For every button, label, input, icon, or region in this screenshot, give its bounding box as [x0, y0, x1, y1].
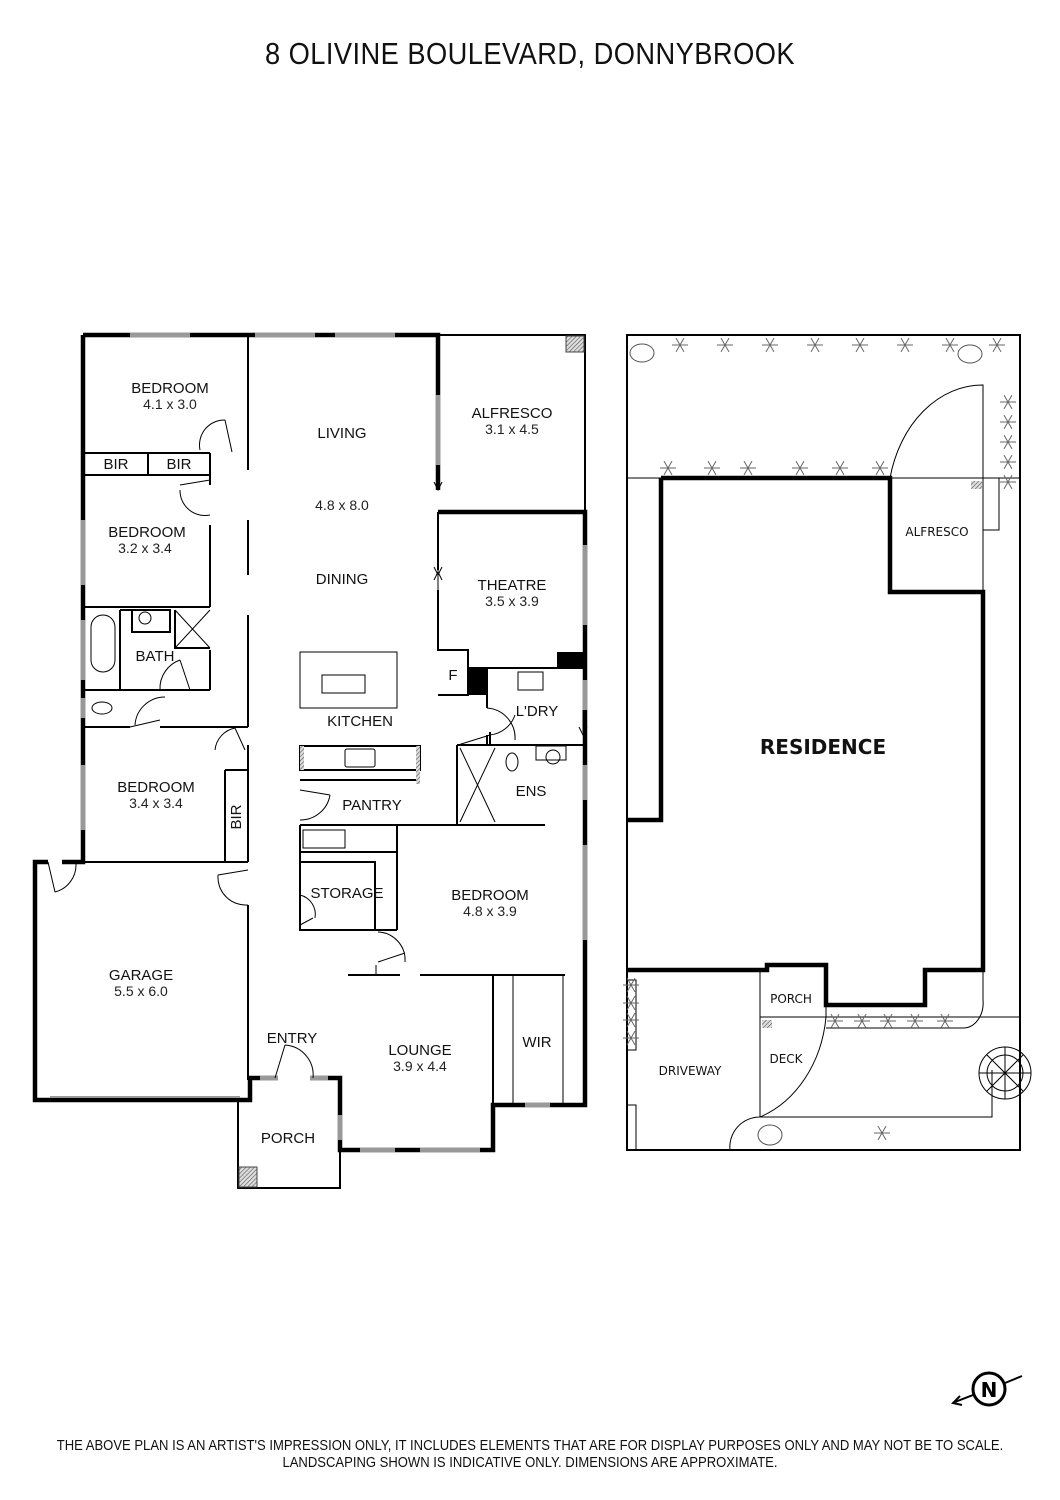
tree-icon	[978, 1046, 1032, 1100]
plant-icon	[623, 995, 639, 1011]
room-label-storage: STORAGE	[310, 885, 383, 902]
room-label-porch: PORCH	[261, 1130, 315, 1147]
plant-icon	[874, 1125, 890, 1141]
plant-icon	[672, 337, 688, 353]
room-label-bir-2: BIR	[166, 456, 191, 473]
plant-icon	[792, 460, 808, 476]
plant-icon	[937, 1013, 953, 1029]
room-label-lounge: LOUNGE	[388, 1042, 451, 1059]
room-label-wir: WIR	[522, 1034, 551, 1051]
disclaimer-line-1: THE ABOVE PLAN IS AN ARTIST'S IMPRESSION…	[56, 1438, 1004, 1454]
plant-icon	[852, 337, 868, 353]
room-label-kitchen: KITCHEN	[327, 713, 393, 730]
room-label-bir-3: BIR	[228, 804, 245, 829]
plant-icon	[660, 460, 676, 476]
room-size-alfresco: 3.1 x 4.5	[485, 421, 539, 437]
room-label-bath: BATH	[136, 648, 175, 665]
plant-icon	[704, 460, 720, 476]
plant-icon	[832, 460, 848, 476]
room-size-bedroom-1: 4.1 x 3.0	[143, 396, 197, 412]
room-label-ensuite: ENS	[516, 783, 547, 800]
room-label-bedroom-2: BEDROOM	[108, 524, 186, 541]
floor-plan: BEDROOM 4.1 x 3.0 BIR BIR BEDROOM 3.2 x …	[32, 332, 588, 1189]
site-label-alfresco: ALFRESCO	[905, 525, 968, 539]
plant-icon	[623, 1030, 639, 1046]
plant-icon	[623, 977, 639, 993]
room-label-master-bedroom: BEDROOM	[451, 887, 529, 904]
disclaimer-line-2: LANDSCAPING SHOWN IS INDICATIVE ONLY. DI…	[282, 1455, 778, 1471]
room-label-alfresco: ALFRESCO	[472, 405, 553, 422]
plant-icon	[1000, 454, 1016, 470]
room-size-theatre: 3.5 x 3.9	[485, 593, 539, 609]
plant-icon	[1000, 474, 1016, 490]
plant-icons	[623, 337, 1016, 1141]
room-size-lounge: 3.9 x 4.4	[393, 1058, 447, 1074]
plant-icon	[942, 337, 958, 353]
room-label-living: LIVING	[317, 425, 366, 442]
room-label-bedroom-1: BEDROOM	[131, 380, 209, 397]
site-label-porch: PORCH	[770, 992, 812, 1006]
room-label-garage: GARAGE	[109, 967, 173, 984]
plant-icon	[740, 460, 756, 476]
compass-north-label: N	[981, 1378, 998, 1402]
plant-icon	[872, 460, 888, 476]
room-label-pantry: PANTRY	[342, 797, 401, 814]
plant-icon	[762, 337, 778, 353]
page-title: 8 OLIVINE BOULEVARD, DONNYBROOK	[264, 36, 796, 71]
plant-icon	[717, 337, 733, 353]
plant-icon	[1000, 414, 1016, 430]
disclaimer: THE ABOVE PLAN IS AN ARTIST'S IMPRESSION…	[53, 1438, 1007, 1472]
room-label-dining: DINING	[316, 571, 369, 588]
room-size-garage: 5.5 x 6.0	[114, 983, 168, 999]
site-label-deck: DECK	[769, 1052, 803, 1066]
plant-icon	[854, 1013, 870, 1029]
room-label-fridge: F	[448, 667, 457, 684]
room-label-bedroom-3: BEDROOM	[117, 779, 195, 796]
site-label-residence: RESIDENCE	[760, 735, 886, 759]
north-compass: N	[951, 1371, 1023, 1407]
room-label-bir-1: BIR	[103, 456, 128, 473]
site-plan: RESIDENCE ALFRESCO PORCH DECK DRIVEWAY	[623, 334, 1032, 1151]
plant-icon	[807, 337, 823, 353]
room-size-living: 4.8 x 8.0	[315, 497, 369, 513]
room-size-bedroom-2: 3.2 x 3.4	[118, 540, 172, 556]
room-label-entry: ENTRY	[267, 1030, 318, 1047]
plant-icon	[623, 1012, 639, 1028]
plant-icon	[907, 1013, 923, 1029]
room-size-bedroom-3: 3.4 x 3.4	[129, 795, 183, 811]
room-label-laundry: L'DRY	[516, 703, 559, 720]
plant-icon	[989, 337, 1005, 353]
site-label-driveway: DRIVEWAY	[659, 1064, 722, 1078]
plant-icon	[880, 1013, 896, 1029]
plant-icon	[827, 1013, 843, 1029]
shrub-icons	[629, 343, 983, 1146]
plant-icon	[1000, 394, 1016, 410]
plant-icon	[1000, 434, 1016, 450]
plant-icon	[897, 337, 913, 353]
room-size-master-bedroom: 4.8 x 3.9	[463, 903, 517, 919]
room-label-theatre: THEATRE	[478, 577, 547, 594]
